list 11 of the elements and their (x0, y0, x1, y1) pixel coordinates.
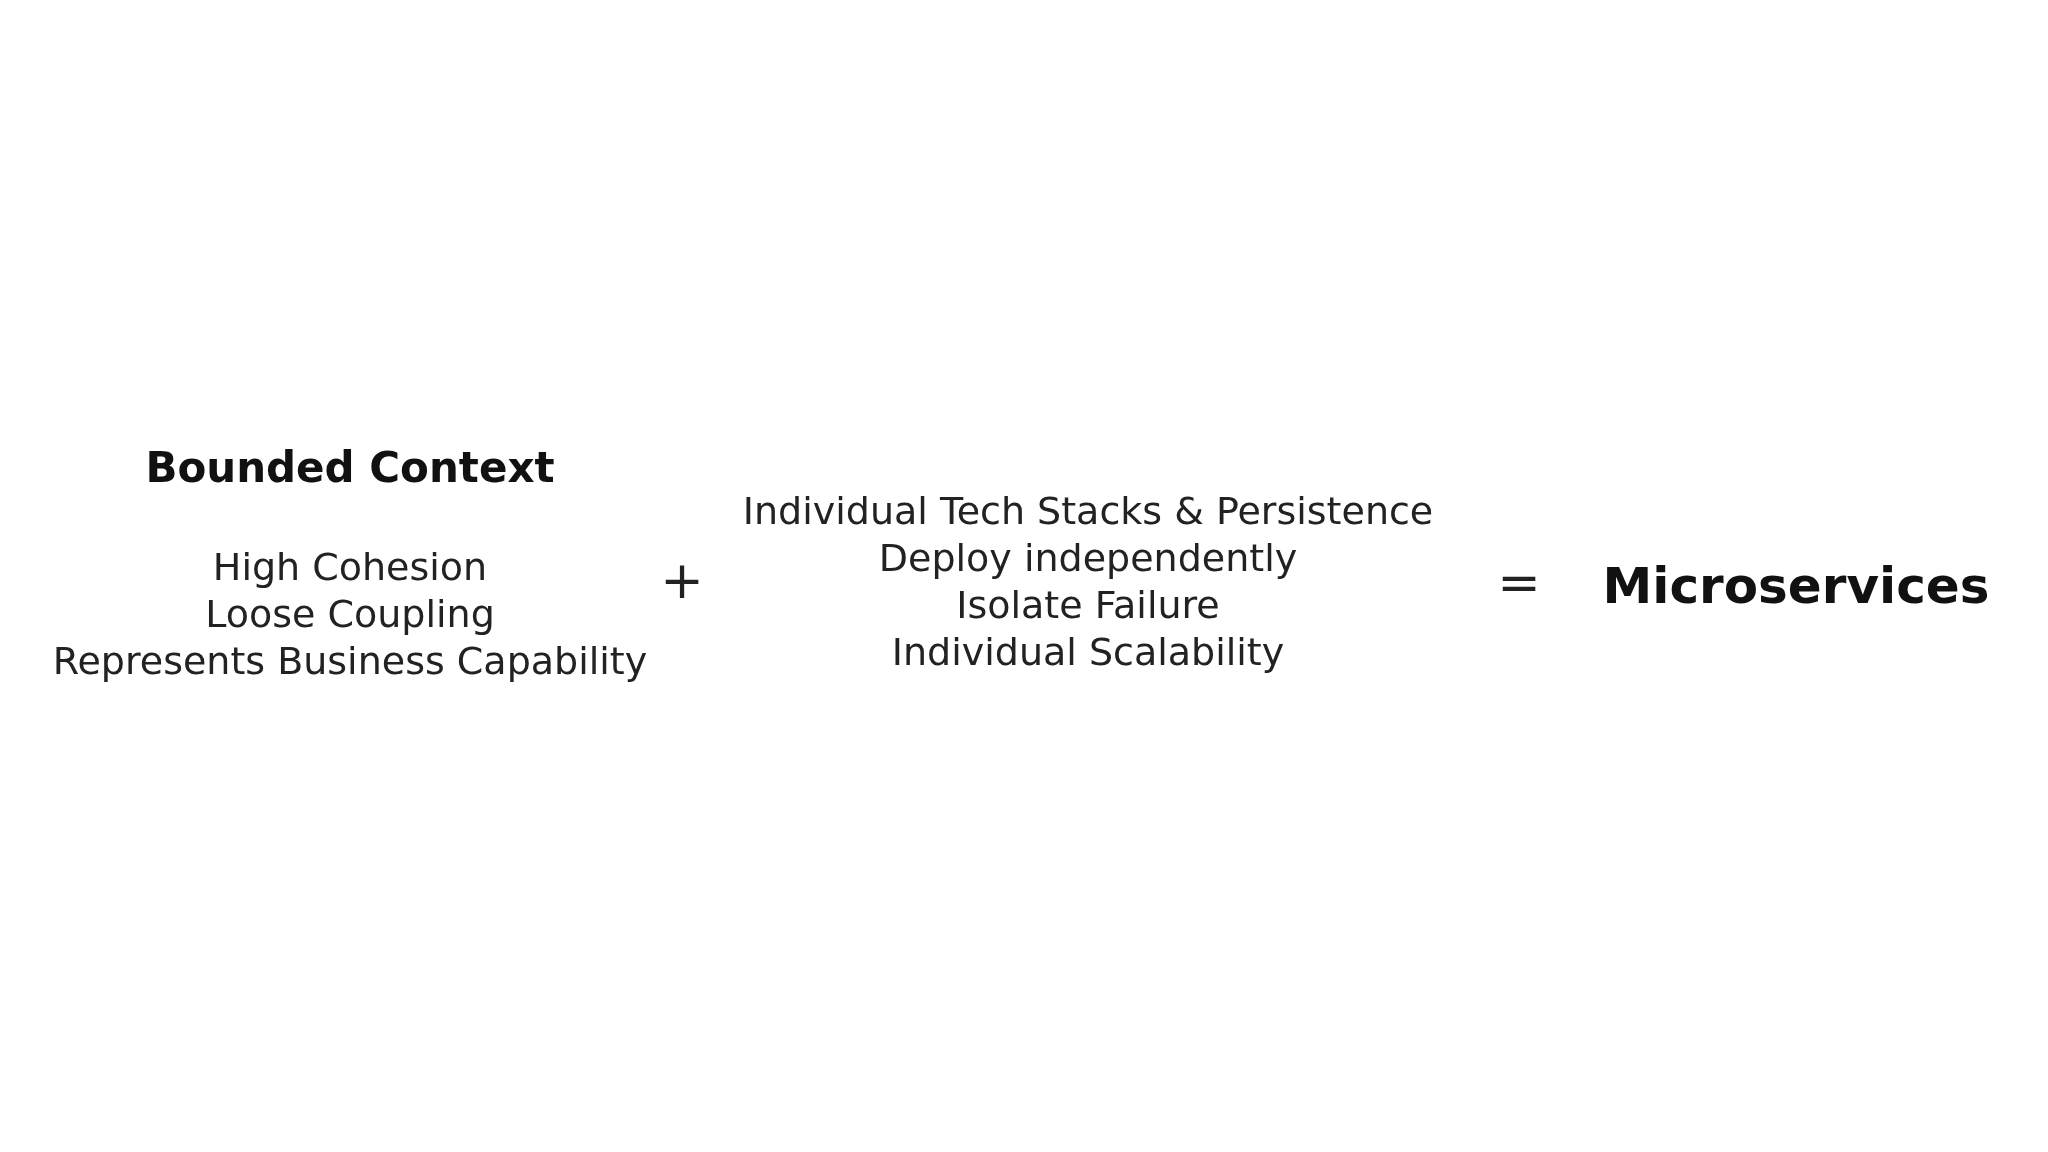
list-item: Represents Business Capability (52, 639, 648, 683)
equals-sign: = (1497, 552, 1541, 612)
list-item: Deploy independently (878, 536, 1298, 580)
list-item: High Cohesion (212, 545, 488, 589)
list-item: Loose Coupling (205, 592, 495, 636)
plus-sign: + (660, 550, 704, 610)
list-item: Individual Scalability (891, 630, 1285, 674)
list-item: Isolate Failure (956, 583, 1220, 627)
result-heading: Microservices (1602, 557, 1990, 615)
heading: Bounded Context (145, 442, 555, 492)
list-item: Individual Tech Stacks & Persistence (742, 489, 1434, 533)
